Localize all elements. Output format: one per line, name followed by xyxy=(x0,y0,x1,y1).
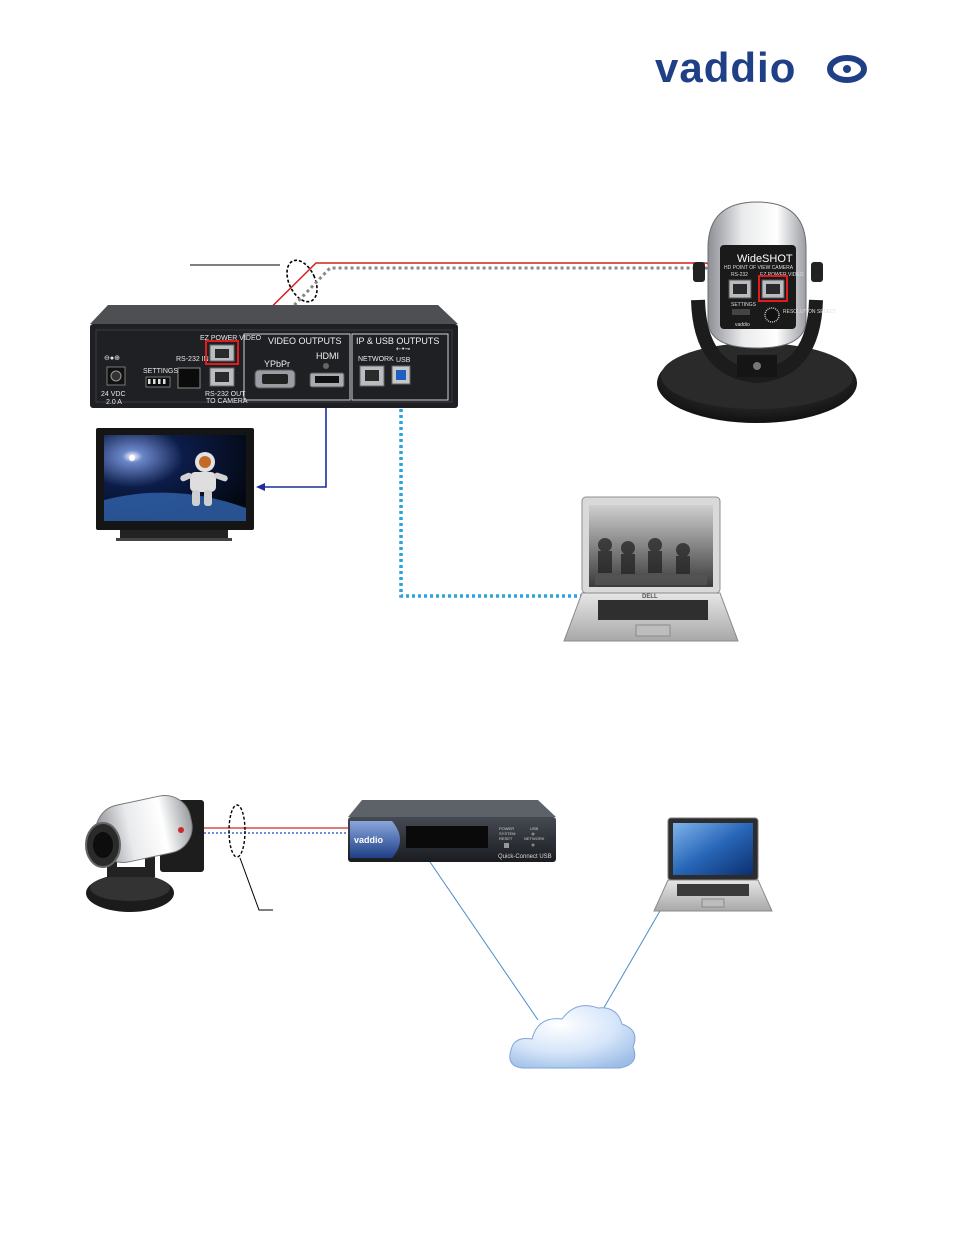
ez-power-video-socket xyxy=(215,349,229,358)
rs232-out-label: RS-232 OUT xyxy=(205,391,246,398)
camera-yoke-screw xyxy=(753,362,761,370)
camera-subtitle: HD POINT OF VIEW CAMERA xyxy=(724,265,794,271)
rs232-in-label: RS-232 IN xyxy=(176,356,209,363)
bottom-camera-lens-glass xyxy=(93,832,113,858)
qc-reset-button[interactable] xyxy=(504,843,509,848)
dip-switch-levers xyxy=(148,379,166,384)
network-socket xyxy=(365,370,379,381)
logo-text: vaddio xyxy=(655,44,796,91)
qc-display-window xyxy=(406,826,488,848)
cloud-to-laptop-line xyxy=(597,903,665,1019)
quick-connect-usb: vaddio POWER SYSTEM RESET USB NETWORK Qu… xyxy=(348,800,556,862)
camera-right-knob xyxy=(811,262,823,282)
power-label: 24 VDC xyxy=(101,391,126,398)
ip-usb-frame xyxy=(351,333,449,401)
qc-model-label: Quick-Connect USB xyxy=(498,854,552,860)
qc-power-label: POWER xyxy=(499,826,514,831)
settings-label: SETTINGS xyxy=(143,368,178,375)
hdmi-label: HDMI xyxy=(316,351,339,361)
ypbpr-socket xyxy=(262,374,288,384)
bottom-camera xyxy=(85,794,204,912)
monitor-stand xyxy=(120,530,228,538)
qc-usb-led xyxy=(531,832,535,836)
ez-port-highlight xyxy=(205,340,239,365)
video-outputs-frame xyxy=(243,333,351,401)
hd-monitor xyxy=(96,428,254,541)
laptop-keyboard xyxy=(598,600,708,620)
vaddio-logo: vaddio xyxy=(655,44,867,91)
control-room-photo xyxy=(595,538,707,585)
power-symbol-label: ⊖●⊕ xyxy=(104,355,120,362)
interface-panel-bevel xyxy=(95,329,453,403)
qc-system-label: SYSTEM xyxy=(499,831,515,836)
rs232-in-port xyxy=(177,367,201,389)
camera-left-knob xyxy=(693,262,705,282)
ez-power-video-label: EZ POWER VIDEO xyxy=(200,335,262,342)
interface-to-cloud-line xyxy=(429,861,539,1021)
usb-symbol-icon: ⇠•⊸ xyxy=(396,346,410,353)
network-label: NETWORK xyxy=(358,356,394,363)
ypbpr-label: YPbPr xyxy=(264,359,290,369)
usb-label: USB xyxy=(396,357,411,364)
camera-brand: vaddio xyxy=(735,322,750,328)
bottom-camera-base-top xyxy=(90,875,170,901)
laptop-touchpad xyxy=(635,624,671,637)
wideshot-camera: WideSHOT HD POINT OF VIEW CAMERA RS-232 … xyxy=(657,201,857,423)
usb-socket xyxy=(396,370,406,380)
power-jack-pin xyxy=(110,370,122,382)
bottom-cables xyxy=(196,804,665,1021)
bottom-laptop-touchpad xyxy=(701,898,725,908)
logo-o-ring xyxy=(827,55,867,83)
camera-rs232-label: RS-232 xyxy=(731,272,748,278)
network-cloud xyxy=(509,1005,636,1069)
hdmi-arrow xyxy=(256,483,265,491)
usb-cable xyxy=(399,385,586,598)
laptop-bottom xyxy=(653,817,773,912)
camera-ez-socket xyxy=(766,284,780,294)
monitor-foot xyxy=(116,538,232,541)
bottom-laptop-screen xyxy=(673,823,753,875)
bottom-laptop-keyboard xyxy=(677,884,749,896)
camera-dip-switch xyxy=(732,309,750,315)
video-outputs-label: VIDEO OUTPUTS xyxy=(268,336,342,346)
laptop-top: DELL xyxy=(563,496,739,642)
qc-network-label: NETWORK xyxy=(524,836,545,841)
sun-flare xyxy=(129,455,135,461)
cable-bundle-marker-top xyxy=(286,259,318,303)
callout-line-bottom xyxy=(239,857,273,911)
qc-brand: vaddio xyxy=(354,835,384,845)
camera-name: WideSHOT xyxy=(737,253,793,265)
camera-rs232-socket xyxy=(733,284,747,294)
camera-ez-highlight xyxy=(758,275,788,302)
camera-resolution-label: RESOLUTION SELECT xyxy=(783,309,836,315)
rs232-out-sub-label: TO CAMERA xyxy=(206,398,248,405)
hdmi-cable xyxy=(260,388,327,488)
qc-network-led xyxy=(531,843,535,847)
logo-o-dot xyxy=(843,65,851,73)
camera-settings-label: SETTINGS xyxy=(731,302,757,308)
qc-usb-label: USB xyxy=(530,826,539,831)
qc-top-surface xyxy=(348,800,556,817)
rs232-out-socket xyxy=(215,372,229,382)
astronaut-image xyxy=(180,452,228,506)
cloud-shape xyxy=(509,1005,636,1069)
bottom-camera-tally xyxy=(178,827,184,833)
cable-bundle-marker-bottom xyxy=(228,804,246,858)
hdmi-socket xyxy=(315,376,339,383)
power-current-label: 2.0 A xyxy=(106,399,122,406)
qc-reset-label: RESET xyxy=(499,836,513,841)
interface-top-surface xyxy=(90,305,458,324)
laptop-brand: DELL xyxy=(642,594,658,600)
resolution-select-dial xyxy=(764,307,780,323)
ip-usb-label: IP & USB OUTPUTS xyxy=(356,336,439,346)
qc-vaddio-badge xyxy=(350,821,400,858)
av-bridge-interface: ⊖●⊕ 24 VDC 2.0 A SETTINGS RS-232 IN EZ P… xyxy=(90,305,458,408)
hdmi-led xyxy=(323,363,329,369)
